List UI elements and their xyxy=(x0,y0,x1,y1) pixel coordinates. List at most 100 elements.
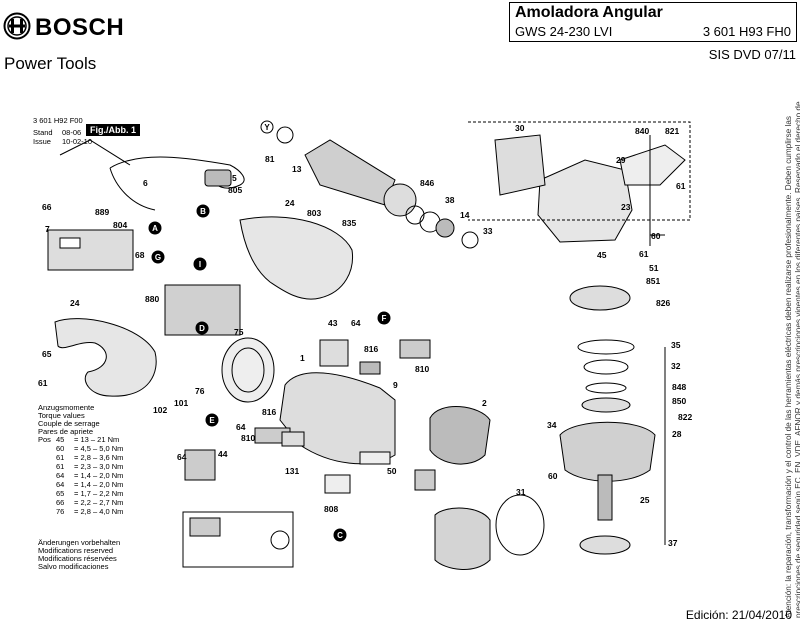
connector-marker-c: C xyxy=(333,528,347,542)
callout-left: 102 xyxy=(153,405,167,415)
callout-center: 816 xyxy=(262,407,276,417)
callout-right: 850 xyxy=(672,396,686,406)
connector-marker-a: A xyxy=(148,221,162,235)
torque-heading: Anzugsmomente xyxy=(38,403,95,412)
side-handle-24 xyxy=(239,216,354,300)
callout-left: 61 xyxy=(38,378,48,388)
spindle-25 xyxy=(597,474,613,521)
callout-left: 5 xyxy=(232,173,237,183)
torque-heading: Pares de apriete xyxy=(38,427,94,436)
callout-center: 64 xyxy=(236,422,246,432)
torque-pos: 45 xyxy=(56,435,65,444)
torque-pos: 64 xyxy=(56,480,65,489)
bevel-gear xyxy=(569,285,631,311)
svg-text:G: G xyxy=(155,253,161,262)
callout-center: 64 xyxy=(177,452,187,462)
callout-right: 821 xyxy=(665,126,679,136)
sis-label: SIS DVD 07/11 xyxy=(708,47,796,62)
callout-right: 840 xyxy=(635,126,649,136)
title-box: Amoladora Angular GWS 24-230 LVI 3 601 H… xyxy=(509,2,797,42)
callout-center: 1 xyxy=(300,353,305,363)
svg-text:E: E xyxy=(209,416,215,425)
callout-left: 805 xyxy=(228,185,242,195)
callout-center: 810 xyxy=(415,364,429,374)
callout-center: 816 xyxy=(364,344,378,354)
torque-value: = 2,8 – 3,6 Nm xyxy=(74,453,124,462)
callout-center: 835 xyxy=(342,218,356,228)
ring-848 xyxy=(585,382,627,394)
connector-marker-i: I xyxy=(193,257,207,271)
torque-pos-label: Pos xyxy=(38,435,51,444)
edition-date: Edición: 21/04/2010 xyxy=(685,608,792,622)
callout-right: 23 xyxy=(621,202,631,212)
callout-right: 60 xyxy=(651,231,661,241)
modification-line: Salvo modificaciones xyxy=(38,562,109,571)
torque-heading: Torque values xyxy=(38,411,85,420)
gasket-30 xyxy=(494,134,546,196)
torque-pos: 64 xyxy=(56,471,65,480)
switch-assembly xyxy=(47,229,134,271)
torque-pos: 61 xyxy=(56,462,65,471)
callout-right: 61 xyxy=(676,181,686,191)
torque-value: = 1,4 – 2,0 Nm xyxy=(74,480,124,489)
torque-value: = 4,5 – 5,0 Nm xyxy=(74,444,124,453)
torque-pos: 60 xyxy=(56,444,65,453)
callout-center: 64 xyxy=(351,318,361,328)
stand-label: Stand xyxy=(33,128,53,137)
torque-value: = 1,7 – 2,2 Nm xyxy=(74,489,124,498)
fan-guard-31 xyxy=(495,494,545,556)
callout-right: 34 xyxy=(547,420,557,430)
callout-left: 7 xyxy=(45,224,50,234)
torque-value: = 1,4 – 2,0 Nm xyxy=(74,471,124,480)
bosch-logo-icon xyxy=(3,12,31,40)
callout-right: 30 xyxy=(515,123,525,133)
ring-35 xyxy=(577,339,635,355)
connector-marker-f: F xyxy=(377,311,391,325)
callout-right: 61 xyxy=(639,249,649,259)
callout-center: 2 xyxy=(482,398,487,408)
callout-left: 6 xyxy=(143,178,148,188)
callout-center: 14 xyxy=(460,210,470,220)
callout-right: 28 xyxy=(672,429,682,439)
callout-left: 68 xyxy=(135,250,145,260)
issue-label: Issue xyxy=(33,137,51,146)
callout-left: 889 xyxy=(95,207,109,217)
callout-center: 131 xyxy=(285,466,299,476)
svg-text:A: A xyxy=(152,224,158,233)
callout-left: 880 xyxy=(145,294,159,304)
callout-center: 31 xyxy=(516,487,526,497)
callout-center: 38 xyxy=(445,195,455,205)
callout-right: 29 xyxy=(616,155,626,165)
stator xyxy=(434,507,491,570)
callout-right: 37 xyxy=(668,538,678,548)
torque-pos: 66 xyxy=(56,498,65,507)
field-coil xyxy=(429,405,491,465)
callout-right: 35 xyxy=(671,340,681,350)
callout-left: 75 xyxy=(234,327,244,337)
connector-marker-g: G xyxy=(151,250,165,264)
torque-value: = 2,2 – 2,7 Nm xyxy=(74,498,124,507)
torque-value: = 13 – 21 Nm xyxy=(74,435,120,444)
ring-32 xyxy=(583,359,629,375)
connector-marker-d: D xyxy=(195,321,209,335)
callout-right: 826 xyxy=(656,298,670,308)
brand-subtitle: Power Tools xyxy=(4,54,97,73)
motor-housing xyxy=(279,372,396,465)
brand-name: BOSCH xyxy=(35,14,125,41)
callout-center: 43 xyxy=(328,318,338,328)
stand-value: 08-06 xyxy=(62,128,82,137)
part-number: 3 601 H93 FH0 xyxy=(702,24,791,39)
torque-pos: 76 xyxy=(56,507,65,516)
rear-handle xyxy=(54,318,157,397)
callout-right: 851 xyxy=(646,276,660,286)
callout-left: 24 xyxy=(70,298,80,308)
wiring-diagram xyxy=(182,511,294,568)
power-plug xyxy=(204,169,232,187)
callout-right: 60 xyxy=(548,471,558,481)
callout-left: 66 xyxy=(42,202,52,212)
callout-left: 101 xyxy=(174,398,188,408)
callout-center: 44 xyxy=(218,449,228,459)
modification-line: Modifications réservées xyxy=(38,554,117,563)
